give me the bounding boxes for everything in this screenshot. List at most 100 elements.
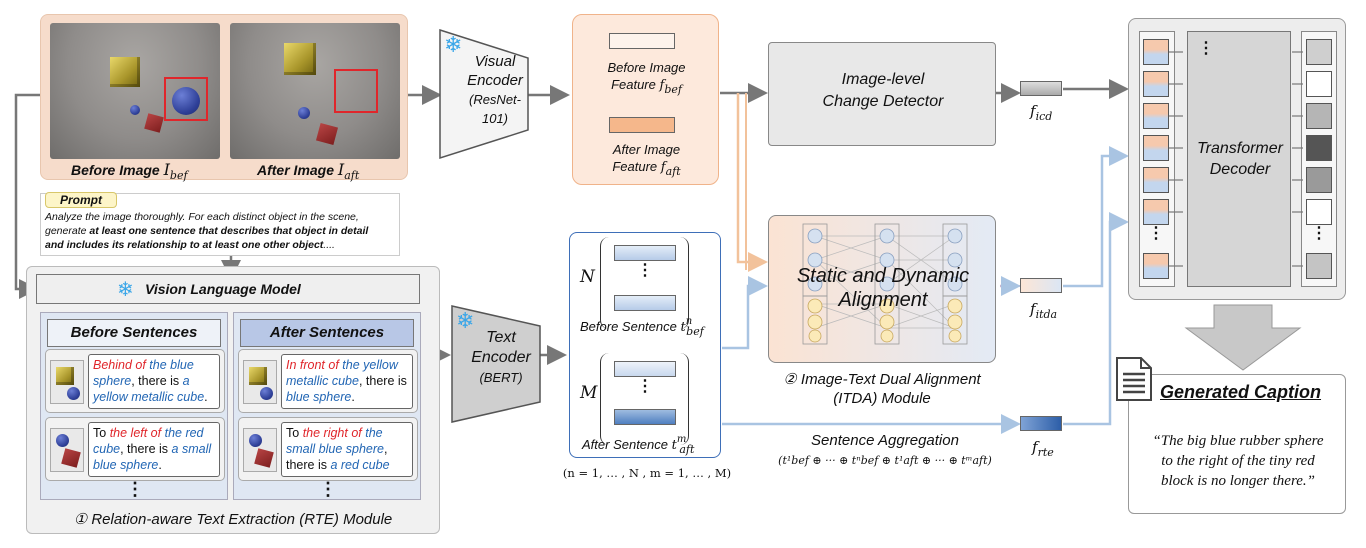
arrow-fitda-to-decoder bbox=[1063, 146, 1129, 288]
after-image-caption: After Image Iaft bbox=[257, 160, 360, 182]
output-token bbox=[1306, 103, 1332, 129]
input-token bbox=[1143, 39, 1169, 65]
before-more-dots: ⋮ bbox=[126, 479, 144, 499]
input-token bbox=[1143, 199, 1169, 225]
right-paren bbox=[680, 237, 689, 329]
left-paren bbox=[600, 237, 609, 329]
decoder-connectors bbox=[1169, 51, 1303, 267]
after-more-dots: ⋮ bbox=[319, 479, 337, 499]
document-icon bbox=[1116, 357, 1152, 401]
f-icd-feature bbox=[1020, 81, 1062, 96]
output-token bbox=[1306, 39, 1332, 65]
after-sentence-label: After Sentence tmaft bbox=[582, 434, 695, 456]
small-blue-sphere bbox=[130, 105, 140, 115]
after-image bbox=[230, 23, 400, 159]
decoder-label: Transformer Decoder bbox=[1197, 140, 1283, 178]
f-itda-label: fitda bbox=[1030, 300, 1058, 321]
before-sentence-2: To the left of the red cube, there is a … bbox=[88, 422, 220, 477]
change-detector-box: Image-level Change Detector bbox=[768, 42, 996, 146]
before-image-caption: Before Image Ibef bbox=[71, 160, 188, 182]
before-sentences-panel: Before Sentences Behind of the blue sphe… bbox=[40, 312, 228, 500]
prompt-tag: Prompt bbox=[45, 192, 117, 208]
snowflake-icon: ❄ bbox=[117, 279, 134, 301]
arrow-decoder-to-caption bbox=[1184, 304, 1302, 371]
input-token bbox=[1143, 135, 1169, 161]
prompt-box: Prompt Analyze the image thoroughly. For… bbox=[40, 192, 400, 256]
after-sentence-1: In front of the yellow metallic cube, th… bbox=[281, 354, 413, 409]
snowflake-icon: ❄ bbox=[456, 308, 475, 333]
arrow-frte-to-decoder bbox=[1063, 212, 1129, 426]
blue-sphere bbox=[172, 87, 200, 115]
right-paren bbox=[680, 353, 689, 445]
image-feature-panel: Before Image Feature fbef After Image Fe… bbox=[572, 14, 719, 185]
rte-module-label: ① Relation-aware Text Extraction (RTE) M… bbox=[73, 511, 393, 528]
m-label: M bbox=[580, 383, 598, 403]
generated-caption-title: Generated Caption bbox=[1160, 382, 1322, 402]
sentence-feature-panel: N ⋮ Before Sentence tnbef M ⋮ After Sent… bbox=[569, 232, 721, 458]
arrow-features-to-itda-1 bbox=[736, 93, 768, 272]
before-sentence-1: Behind of the blue sphere, there is a ye… bbox=[88, 354, 220, 409]
change-highlight-box bbox=[334, 69, 378, 113]
yellow-cube bbox=[284, 43, 316, 75]
f-rte-feature bbox=[1020, 416, 1062, 431]
image-pair-panel: Before Image Ibef After Image Iaft bbox=[40, 14, 408, 182]
left-paren bbox=[600, 353, 609, 445]
input-token bbox=[1143, 71, 1169, 97]
red-cube bbox=[144, 113, 164, 133]
text-encoder-label: Text Encoder (BERT) bbox=[471, 329, 531, 385]
aggregation-label: Sentence Aggregation bbox=[811, 432, 959, 449]
sentence-feature-bar bbox=[614, 361, 676, 377]
before-feature-label: Before Image Feature fbef bbox=[607, 60, 686, 96]
after-feature-label: After Image Feature faft bbox=[612, 142, 681, 178]
n-label: N bbox=[580, 267, 595, 287]
aggregation-formula: (t¹bef ⊕ ··· ⊕ tⁿbef ⊕ t¹aft ⊕ ··· ⊕ tᵐa… bbox=[778, 454, 992, 467]
arrow-sentences-to-itda bbox=[722, 276, 768, 350]
transformer-decoder-panel: ⋮ ⋮ Transformer Decoder ⋮ bbox=[1128, 18, 1346, 300]
yellow-cube bbox=[110, 57, 140, 87]
before-sentence-card: Behind of the blue sphere, there is a ye… bbox=[45, 349, 225, 413]
f-icd-label: ficd bbox=[1030, 102, 1053, 123]
output-token bbox=[1306, 253, 1332, 279]
visual-encoder-shape bbox=[439, 28, 529, 160]
text-encoder-shape bbox=[451, 305, 541, 423]
itda-title: Static and Dynamic Alignment bbox=[796, 265, 970, 311]
change-highlight-box bbox=[164, 77, 208, 121]
generated-caption-text: “The big blue rubber sphere to the right… bbox=[1152, 433, 1324, 489]
output-token bbox=[1306, 167, 1332, 193]
sentence-thumbnail bbox=[243, 360, 277, 404]
m-dots: ⋮ bbox=[637, 378, 653, 395]
sentence-thumbnail bbox=[243, 428, 277, 472]
sentence-thumbnail bbox=[50, 360, 84, 404]
f-rte-label: frte bbox=[1032, 438, 1054, 459]
output-token bbox=[1306, 135, 1332, 161]
itda-caption: ② Image-Text Dual Alignment (ITDA) Modul… bbox=[783, 371, 981, 407]
itda-module-box: Static and Dynamic Alignment bbox=[768, 215, 996, 363]
small-blue-sphere bbox=[298, 107, 310, 119]
sentence-feature-bar bbox=[614, 295, 676, 311]
change-detector-label: Image-level Change Detector bbox=[822, 71, 944, 110]
generated-caption-box: “The big blue rubber sphere to the right… bbox=[1128, 374, 1346, 514]
after-sentence-card: In front of the yellow metallic cube, th… bbox=[238, 349, 418, 413]
after-sentence-2: To the right of the small blue sphere, t… bbox=[281, 422, 413, 477]
n-dots: ⋮ bbox=[637, 262, 653, 279]
vlm-box: ❄ Vision Language Model bbox=[36, 274, 420, 304]
prompt-text: Analyze the image thoroughly. For each d… bbox=[45, 211, 369, 251]
index-range: (n = 1, … , N , m = 1, … , M) bbox=[562, 466, 732, 480]
after-feature-bar bbox=[609, 117, 675, 133]
input-token bbox=[1143, 103, 1169, 129]
input-dots: ⋮ bbox=[1148, 225, 1164, 242]
output-token bbox=[1306, 199, 1332, 225]
after-sentences-header: After Sentences bbox=[240, 319, 414, 347]
alignment-network bbox=[802, 223, 968, 345]
sentence-thumbnail bbox=[50, 428, 84, 472]
before-sentence-card: To the left of the red cube, there is a … bbox=[45, 417, 225, 481]
before-sentences-header: Before Sentences bbox=[47, 319, 221, 347]
output-token bbox=[1306, 71, 1332, 97]
after-sentences-panel: After Sentences In front of the yellow m… bbox=[233, 312, 421, 500]
before-image bbox=[50, 23, 220, 159]
input-token bbox=[1143, 253, 1169, 279]
snowflake-icon: ❄ bbox=[444, 32, 463, 57]
vlm-label: Vision Language Model bbox=[145, 281, 301, 297]
sentence-feature-bar bbox=[614, 409, 676, 425]
